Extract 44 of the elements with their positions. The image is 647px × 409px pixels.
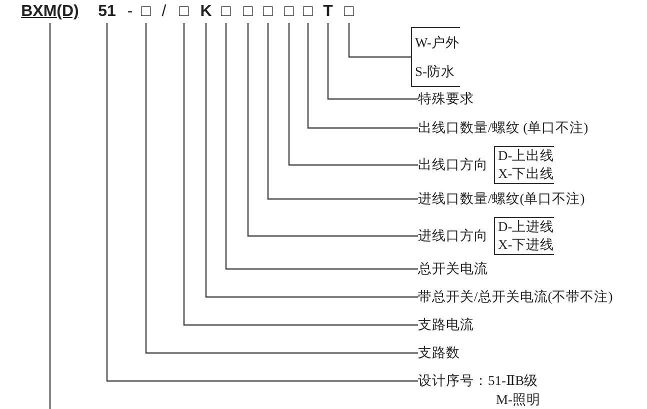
series-number: 51 — [98, 2, 116, 22]
leader-line — [267, 23, 418, 200]
code-letter: T — [323, 2, 333, 22]
description-text: 总开关电流 — [418, 260, 488, 278]
option-text: X-下出线 — [498, 165, 554, 183]
placeholder-field: □ — [284, 2, 294, 22]
option-text: D-上出线 — [498, 147, 554, 165]
description-text: 进线口方向 — [418, 227, 488, 245]
code-letter: K — [200, 2, 212, 22]
description-text: 出线口方向 — [418, 156, 488, 174]
placeholder-field: □ — [263, 2, 273, 22]
separator-mark: / — [162, 2, 166, 22]
option-text: W-户外 — [415, 34, 460, 52]
leader-line — [225, 23, 418, 270]
description-text: 支路电流 — [418, 316, 474, 334]
leader-line — [288, 23, 418, 166]
leader-line — [327, 23, 418, 100]
bracket — [411, 27, 460, 87]
option-text: X-下进线 — [498, 236, 554, 254]
description-text: 出线口数量/螺纹 (单口不注) — [418, 119, 588, 137]
separator-mark: - — [127, 2, 133, 22]
leader-line — [49, 23, 51, 409]
description-text: 进线口数量/螺纹(单口不注) — [418, 190, 585, 208]
option-text: D-上进线 — [498, 218, 554, 236]
placeholder-field: □ — [179, 2, 189, 22]
leader-line — [205, 23, 418, 298]
leader-line — [183, 23, 418, 326]
placeholder-field: □ — [243, 2, 253, 22]
leader-line — [348, 23, 411, 58]
leader-line — [307, 23, 418, 129]
leader-line — [145, 23, 418, 354]
description-text: 设计序号：51-ⅡB级 — [418, 372, 538, 390]
description-text: 特殊要求 — [418, 90, 474, 108]
description-text: 支路数 — [418, 344, 460, 362]
option-text: M-照明 — [496, 391, 540, 409]
leader-line — [247, 23, 418, 237]
option-text: S-防水 — [415, 63, 456, 81]
placeholder-field: □ — [141, 2, 151, 22]
leader-line — [106, 23, 418, 382]
placeholder-field: □ — [303, 2, 313, 22]
placeholder-field: □ — [221, 2, 231, 22]
description-text: 带总开关/总开关电流(不带不注) — [418, 288, 613, 306]
model-prefix: BXM(D) — [21, 2, 79, 22]
placeholder-field: □ — [344, 2, 354, 22]
